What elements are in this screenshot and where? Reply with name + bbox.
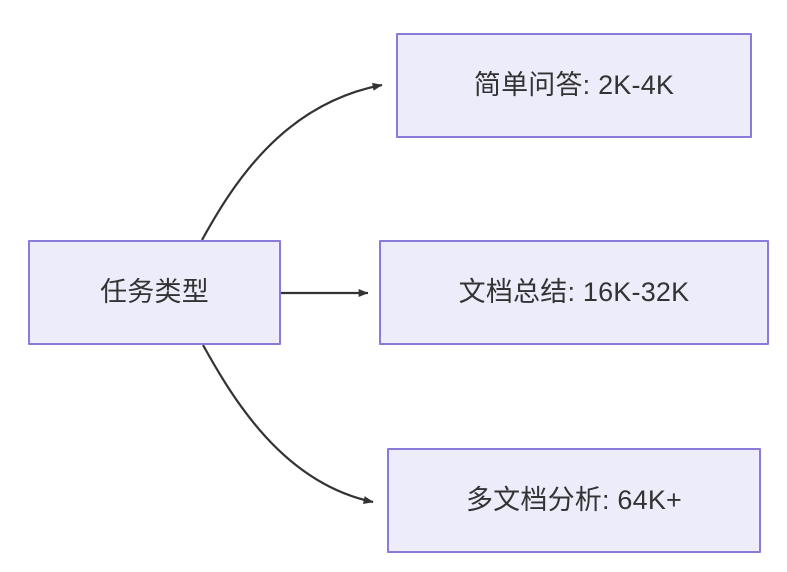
node-doc-summary[interactable]: 文档总结: 16K-32K xyxy=(379,240,769,345)
node-simple-qa[interactable]: 简单问答: 2K-4K xyxy=(396,33,752,138)
edge-root-to-multi-doc xyxy=(202,344,374,504)
node-doc-summary-label: 文档总结: 16K-32K xyxy=(458,277,690,308)
node-multi-doc[interactable]: 多文档分析: 64K+ xyxy=(387,448,761,553)
node-simple-qa-label: 简单问答: 2K-4K xyxy=(473,70,675,101)
node-multi-doc-label: 多文档分析: 64K+ xyxy=(465,485,682,516)
node-task-type-label: 任务类型 xyxy=(100,277,209,308)
edge-root-to-simple-qa xyxy=(201,82,383,241)
node-task-type[interactable]: 任务类型 xyxy=(28,240,281,345)
